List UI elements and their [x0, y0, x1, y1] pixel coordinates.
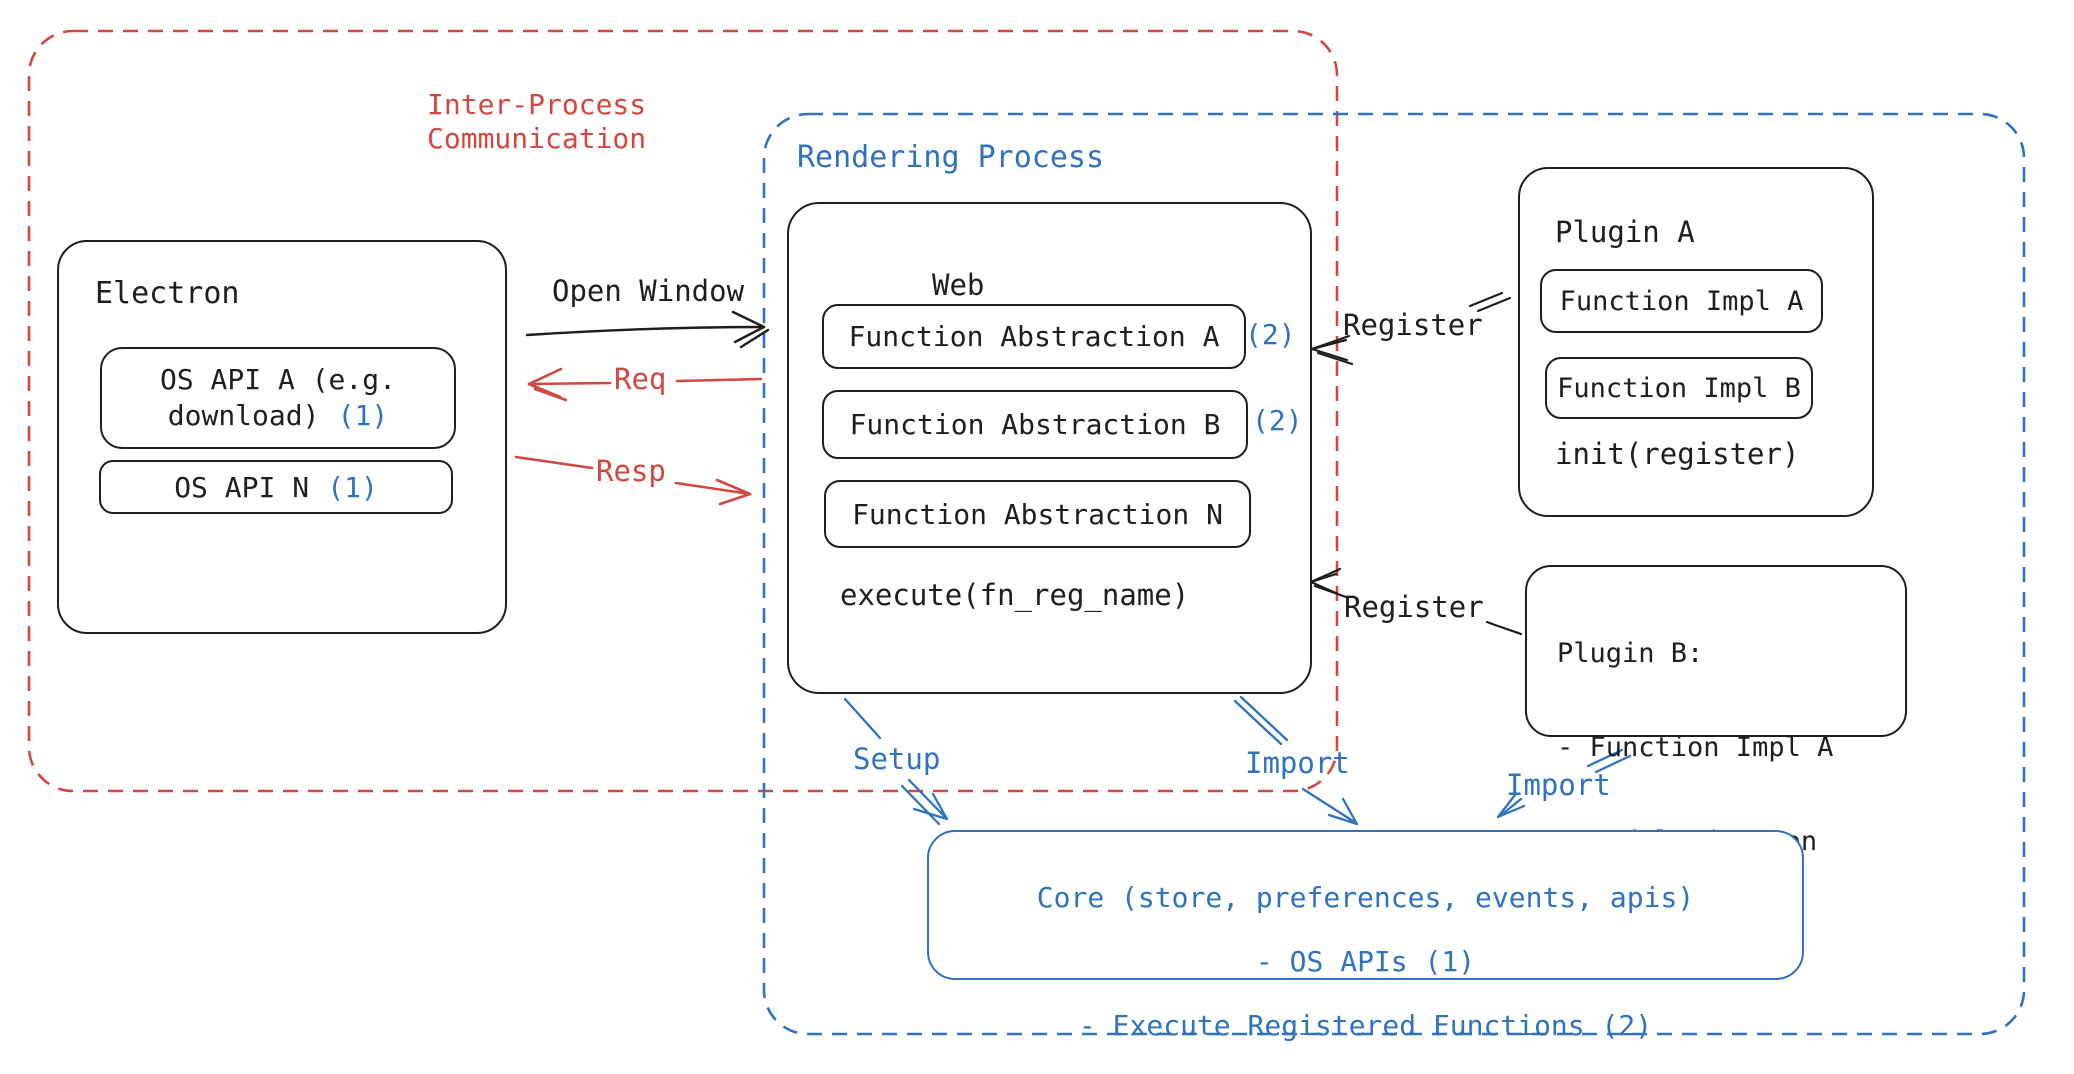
core-execute-line: - Execute Registered Functions (2)	[1078, 1009, 1653, 1042]
os-api-a-box: OS API A (e.g. download) (1)	[100, 347, 456, 449]
os-api-a-label-line1: OS API A (e.g.	[159, 363, 396, 396]
os-api-n-number: (1)	[327, 470, 378, 504]
plugin-b-node: Plugin B: - Function Impl A - Module (ru…	[1525, 565, 1907, 904]
plugin-b-title: Plugin B:	[1557, 638, 1704, 669]
import-web-arrow	[1233, 695, 1359, 826]
web-title: Web	[932, 268, 985, 302]
open-window-label: Open Window	[552, 274, 745, 308]
function-impl-a-box: Function Impl A	[1540, 269, 1823, 333]
web-node: Web Function Abstraction A Function Abst…	[787, 202, 1312, 694]
register-a-arrow	[1310, 291, 1512, 366]
function-abstraction-b-box: Function Abstraction B	[822, 390, 1248, 459]
resp-label: Resp	[596, 454, 666, 488]
setup-arrow	[843, 697, 949, 826]
plugin-b-item-function-impl-a: - Function Impl A	[1557, 732, 1834, 763]
os-api-n-label: OS API N	[174, 470, 310, 504]
execute-function-label: execute(fn_reg_name)	[840, 578, 1190, 612]
electron-title: Electron	[95, 276, 240, 311]
core-os-apis-line: - OS APIs (1)	[1255, 945, 1476, 978]
function-abstraction-a-box: Function Abstraction A	[822, 304, 1246, 369]
plugin-a-title: Plugin A	[1555, 215, 1695, 249]
resp-arrow	[514, 455, 752, 506]
register-b-label: Register	[1344, 590, 1484, 624]
import-plugin-label: Import	[1506, 768, 1611, 802]
core-node: Core (store, preferences, events, apis) …	[927, 830, 1804, 1042]
setup-label: Setup	[853, 742, 941, 776]
ipc-region-border	[27, 29, 1339, 793]
ipc-region-label: Inter-Process Communication	[427, 88, 647, 155]
function-abstraction-n-box: Function Abstraction N	[824, 480, 1251, 548]
os-api-a-number: (1)	[337, 399, 389, 432]
rendering-region-border	[762, 112, 2026, 1036]
plugin-a-node: Plugin A Function Impl A Function Impl B…	[1518, 167, 1874, 517]
rendering-region-label: Rendering Process	[797, 140, 1105, 175]
os-api-a-label-line2: download)	[167, 399, 320, 432]
import-web-label: Import	[1245, 746, 1350, 780]
import-plugin-arrow	[1496, 748, 1632, 819]
os-api-n-box: OS API N (1)	[99, 460, 453, 514]
function-impl-b-box: Function Impl B	[1545, 357, 1813, 419]
register-a-label: Register	[1343, 308, 1483, 342]
electron-node: Electron OS API A (e.g. download) (1) OS…	[57, 240, 507, 634]
plugin-a-init-label: init(register)	[1555, 437, 1800, 471]
req-label: Req	[614, 362, 667, 396]
function-abstraction-b-number: (2)	[1252, 404, 1303, 437]
core-title-line: Core (store, preferences, events, apis)	[1036, 881, 1695, 914]
open-window-arrow	[525, 310, 770, 349]
register-b-arrow	[1309, 567, 1523, 636]
req-arrow	[527, 367, 763, 402]
function-abstraction-a-number: (2)	[1245, 318, 1296, 351]
